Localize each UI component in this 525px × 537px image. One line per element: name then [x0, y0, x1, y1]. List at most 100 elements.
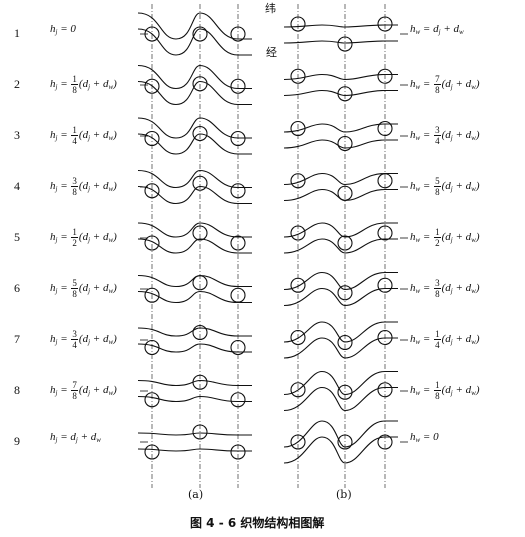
panel-a-row5-warp-top: [137, 222, 252, 238]
panel-b-row9-weft-0: [290, 434, 306, 450]
panel-a-row9-warp-top: [137, 432, 252, 436]
right-dj: = d: [420, 23, 439, 35]
left-fraction-numerator: 3: [71, 176, 78, 187]
left-dj: d: [82, 333, 89, 346]
right-sub: w: [415, 28, 421, 36]
panel-b-row1-weft-0: [290, 16, 306, 32]
right-paren-close: ): [475, 231, 480, 244]
left-dj: d: [82, 180, 89, 193]
panel-b-row5-weft-1: [337, 235, 353, 251]
figure-caption: 图 4 - 6 织物结构相图解: [190, 516, 325, 530]
right-paren: (: [441, 231, 446, 244]
left-plus: +: [90, 231, 103, 244]
panel-a-row4-weft-0: [144, 183, 160, 199]
left-paren-close: ): [113, 333, 117, 346]
panel-b-row1-warp-bottom: [283, 40, 398, 44]
left-paren: (: [78, 78, 83, 91]
left-dw-sub: w: [108, 287, 114, 296]
right-dw-sub: w: [471, 134, 476, 143]
left-dw: d: [102, 231, 109, 244]
right-dw-sub: w: [459, 28, 464, 36]
left-eq: =: [57, 231, 71, 244]
left-fraction-denominator: 4: [72, 136, 77, 146]
right-fraction-numerator: 1: [434, 380, 441, 391]
right-sub: w: [415, 389, 421, 398]
left-eq: =: [57, 78, 71, 91]
right-dj: d: [445, 180, 451, 193]
right-fraction-numerator: 3: [434, 278, 441, 289]
left-eq: =: [57, 129, 71, 142]
right-plus: +: [452, 333, 466, 346]
row-number-8: 8: [14, 383, 20, 397]
panel-b-row3-warp-top: [283, 123, 398, 133]
panel-b-row2-warp-top: [283, 73, 398, 81]
panel-a-row9-weft-0: [144, 444, 160, 460]
right-plus: +: [452, 180, 466, 193]
right-dj-sub: j: [450, 185, 453, 194]
panel-a-row5-weft-2: [230, 235, 246, 251]
left-paren-close: ): [113, 180, 117, 193]
right-paren-close: ): [475, 333, 480, 346]
right-fraction-denominator: 4: [435, 340, 440, 350]
right-eq: =: [420, 180, 434, 193]
left-h: h: [50, 384, 56, 397]
panel-a-row2-warp-bottom: [137, 80, 252, 106]
right-plus: +: [452, 129, 466, 142]
left-dj-sub: j: [88, 389, 91, 398]
left-paren-close: ): [113, 231, 117, 244]
right-sub: w: [415, 436, 421, 444]
panel-a-row1-weft-2: [230, 26, 246, 42]
left-eq: =: [57, 180, 71, 193]
right-h: h: [410, 231, 416, 244]
right-dw: d: [465, 78, 472, 91]
left-fraction-denominator: 4: [72, 340, 77, 350]
row1-right-formula: hw = dj + dw: [410, 23, 464, 36]
right-fraction-denominator: 2: [435, 238, 440, 248]
right-sub: w: [415, 83, 421, 92]
panel-a-row1-warp-bottom: [137, 28, 252, 56]
panel-b-row7-warp-top: [283, 321, 398, 343]
panel-a-row7-warp-bottom: [137, 343, 252, 353]
right-dw: d: [465, 231, 472, 244]
left-sub: j: [55, 389, 58, 398]
panel-b-row1-weft-2: [377, 16, 393, 32]
right-eq: =: [420, 282, 434, 295]
right-h: h: [410, 431, 416, 443]
right-dw-sub: w: [471, 185, 476, 194]
right-h: h: [410, 23, 416, 35]
right-dj-sub: j: [450, 338, 453, 347]
panel-a-row7-warp-top: [137, 327, 252, 337]
right-paren: (: [441, 282, 446, 295]
right-dj: d: [445, 384, 451, 397]
left-fraction-denominator: 8: [72, 289, 77, 299]
right-fraction-numerator: 1: [434, 329, 441, 340]
weft-label: 纬: [265, 2, 276, 15]
panel-b-row8-weft-0: [290, 382, 306, 398]
left-dw-sub: w: [108, 83, 114, 92]
right-dj-sub: j: [438, 28, 441, 36]
panel-a-row2-warp-top: [137, 64, 252, 90]
right-fraction-numerator: 7: [434, 74, 441, 85]
panel-b-row9-weft-1: [337, 434, 353, 450]
left-h: h: [50, 129, 56, 142]
panel-b-row8-warp-bottom: [283, 386, 398, 412]
left-dj-sub: j: [88, 83, 91, 92]
right-paren: (: [441, 180, 446, 193]
left-dj-sub: j: [88, 134, 91, 143]
left-paren: (: [78, 231, 83, 244]
left-value: = 0: [57, 23, 76, 35]
left-fraction-denominator: 8: [72, 391, 77, 401]
panel-a-row8-warp-top: [137, 379, 252, 387]
left-paren-close: ): [113, 78, 117, 91]
right-fraction-numerator: 3: [434, 125, 441, 136]
